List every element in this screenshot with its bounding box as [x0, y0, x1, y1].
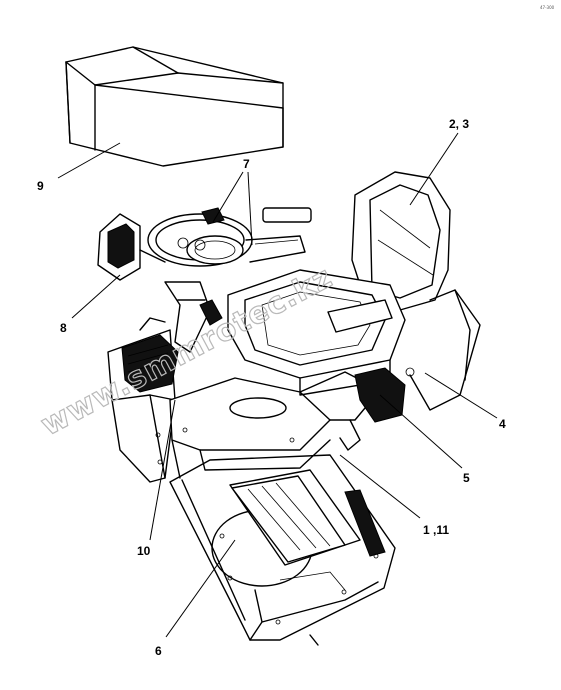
callout-1-11: 1 ,11 [423, 523, 449, 537]
callout-5: 5 [463, 471, 470, 485]
callout-9: 9 [37, 179, 44, 193]
callout-6: 6 [155, 644, 162, 658]
seat-assembly [227, 171, 481, 451]
floor-plate [169, 371, 381, 479]
part-6-tray [169, 454, 396, 646]
part-9-cover [65, 46, 284, 167]
part-8-side-box [97, 213, 166, 281]
leader-lines [57, 132, 498, 638]
part-10-side-panel [107, 317, 179, 483]
callout-2-3: 2, 3 [449, 117, 469, 131]
callout-10: 10 [137, 544, 151, 558]
corner-code: 47-300 [540, 5, 555, 10]
callout-4: 4 [499, 417, 506, 431]
callout-8: 8 [60, 321, 67, 335]
callout-7: 7 [243, 157, 250, 171]
callouts: 9 7 2, 3 8 4 5 1 ,11 10 6 [37, 117, 506, 658]
